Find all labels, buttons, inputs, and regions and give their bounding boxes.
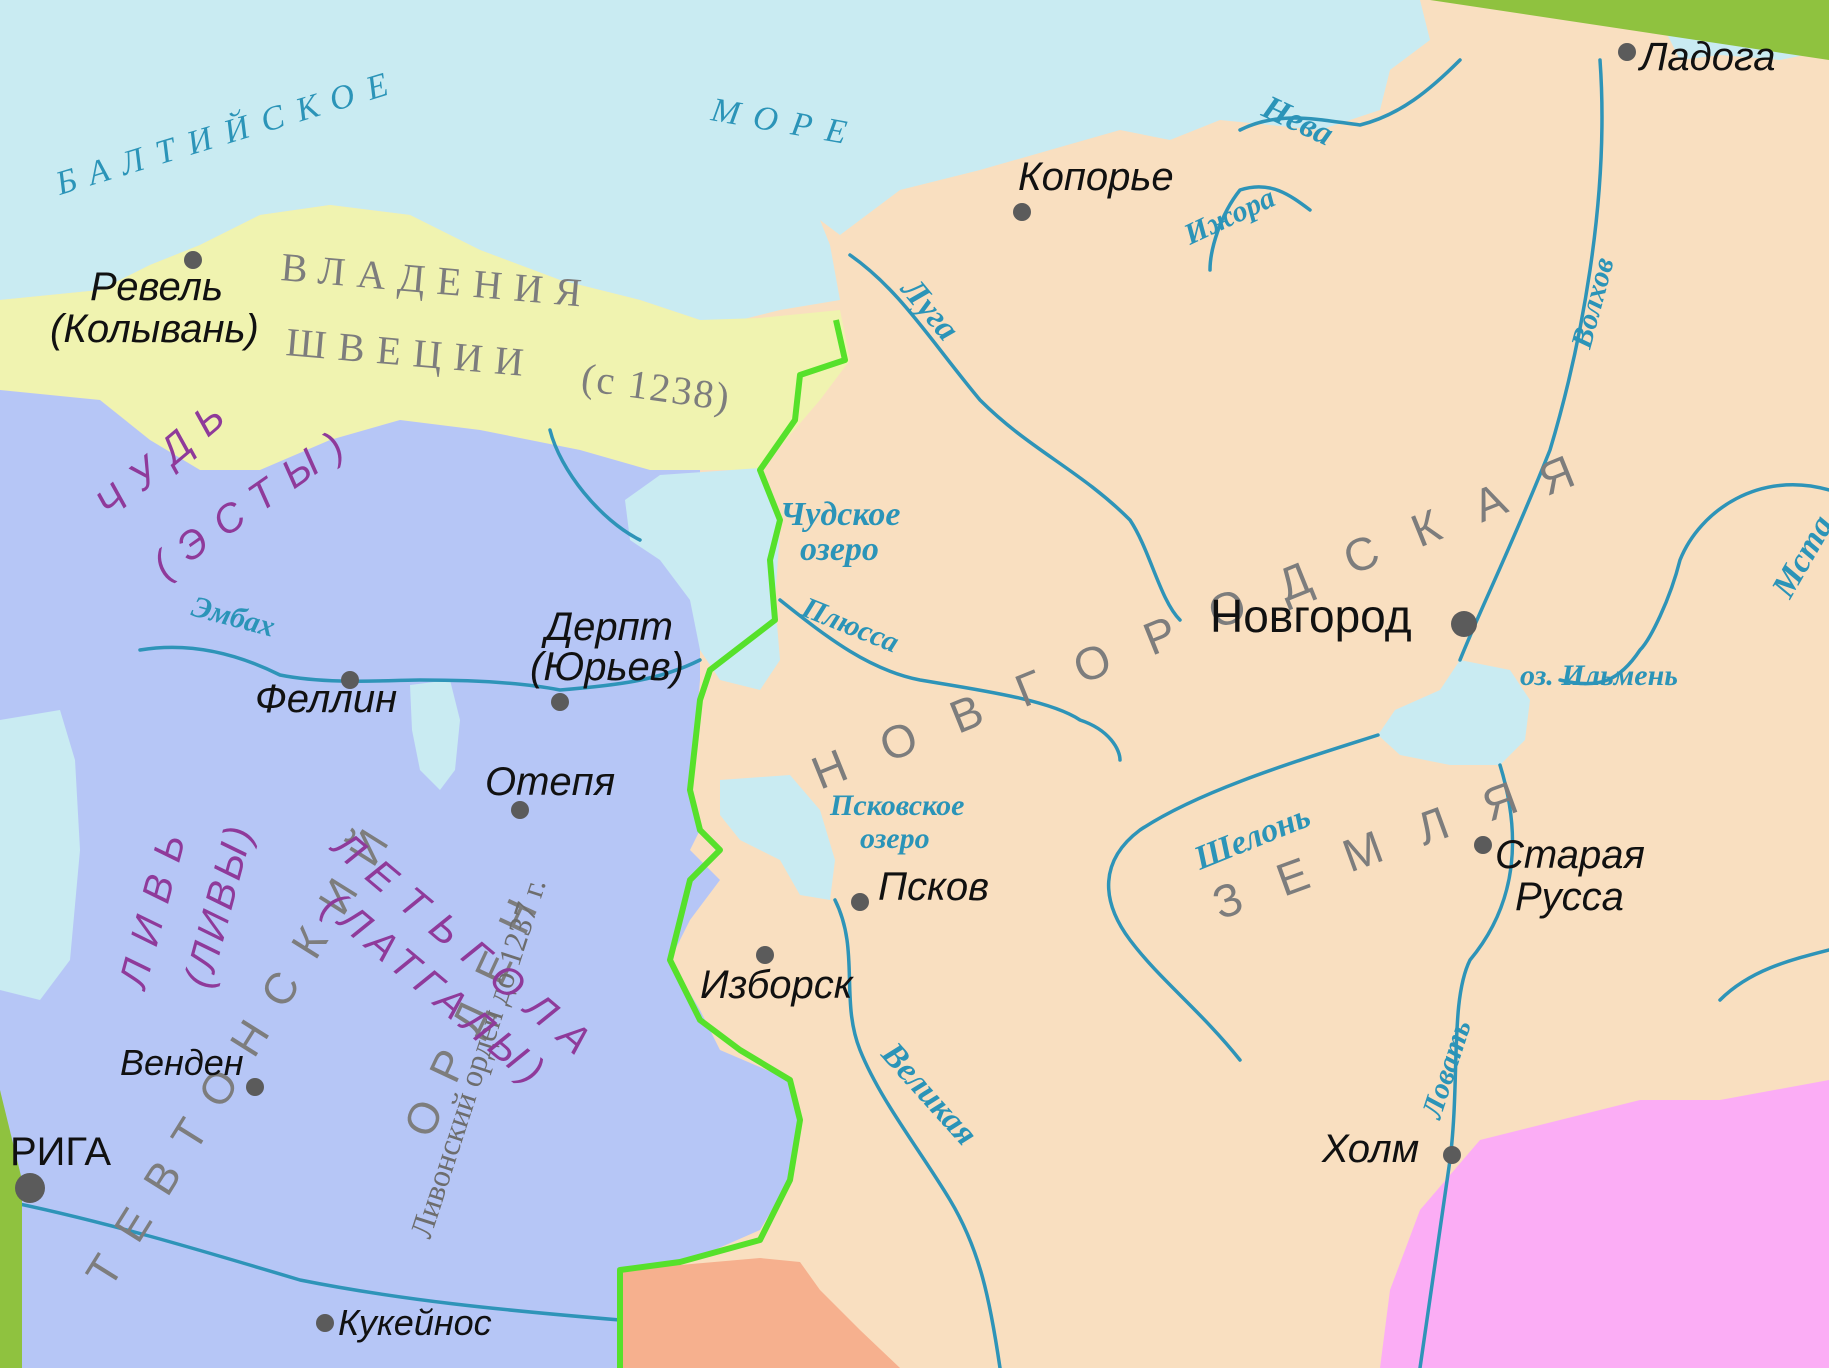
city-dot-novgorod xyxy=(1451,611,1477,637)
city-label-novgorod: Новгород xyxy=(1210,590,1412,642)
city-dot-riga xyxy=(15,1173,45,1203)
city-label-koporye: Копорье xyxy=(1018,155,1174,199)
city-label-staraya: Старая xyxy=(1495,833,1645,877)
city-dot-revel xyxy=(184,251,202,269)
city-label-kholm: Холм xyxy=(1321,1127,1419,1171)
pink-region xyxy=(1380,1080,1829,1368)
city-label-derpt: Дерпт xyxy=(541,605,673,649)
city-dot-venden xyxy=(246,1078,264,1096)
lake-pskovskoe-1: Псковское xyxy=(829,789,964,822)
border-line xyxy=(617,319,848,1368)
lake-ilmen: оз. Ильмень xyxy=(1520,659,1678,692)
lake-pskovskoe-2: озеро xyxy=(860,822,930,855)
city-label-revel: Ревель xyxy=(90,265,223,309)
city-dot-fellin xyxy=(341,671,359,689)
lake-chudskoe-1: Чудское xyxy=(780,496,900,533)
west-lake xyxy=(0,710,80,1000)
city-dot-kholm xyxy=(1443,1146,1461,1164)
city-label-pskov: Псков xyxy=(878,865,989,909)
fellin-lake xyxy=(410,680,460,790)
city-label-izborsk: Изборск xyxy=(700,963,855,1007)
city-dot-ladoga xyxy=(1618,43,1636,61)
rivers-layer xyxy=(0,58,1829,1368)
corner-decoration-left xyxy=(0,1090,22,1368)
city-label-otepya: Отепя xyxy=(485,760,615,804)
city-dot-koporye xyxy=(1013,203,1031,221)
city-dot-izborsk xyxy=(756,946,774,964)
city-dot-otepya xyxy=(511,801,529,819)
city-label-fellin: Феллин xyxy=(255,677,397,721)
salmon-region xyxy=(620,1258,900,1368)
sweden-holdings xyxy=(0,205,850,470)
city-label-venden: Венден xyxy=(120,1042,244,1083)
pskovskoe-lake xyxy=(720,775,835,900)
city-label-riga: РИГА xyxy=(10,1130,111,1174)
city-dot-derpt xyxy=(551,693,569,711)
baltic-sea xyxy=(0,0,1430,320)
city-dot-staraya-russa xyxy=(1474,836,1492,854)
teutonic-order xyxy=(0,390,800,1368)
city-label-kolyvan: (Колывань) xyxy=(50,307,259,351)
lake-chudskoe-2: озеро xyxy=(800,531,879,568)
city-label-kukeynos: Кукейнос xyxy=(338,1302,492,1343)
chudskoe-lake xyxy=(625,468,780,690)
city-label-russa: Русса xyxy=(1515,875,1624,919)
city-dots xyxy=(15,43,1636,1332)
city-label-yuryev: (Юрьев) xyxy=(530,645,684,689)
ilmen-lake xyxy=(1378,660,1530,765)
city-dot-pskov xyxy=(851,893,869,911)
city-label-ladoga: Ладога xyxy=(1637,35,1776,79)
corner-decoration xyxy=(1430,0,1829,60)
city-dot-kukeynos xyxy=(316,1314,334,1332)
